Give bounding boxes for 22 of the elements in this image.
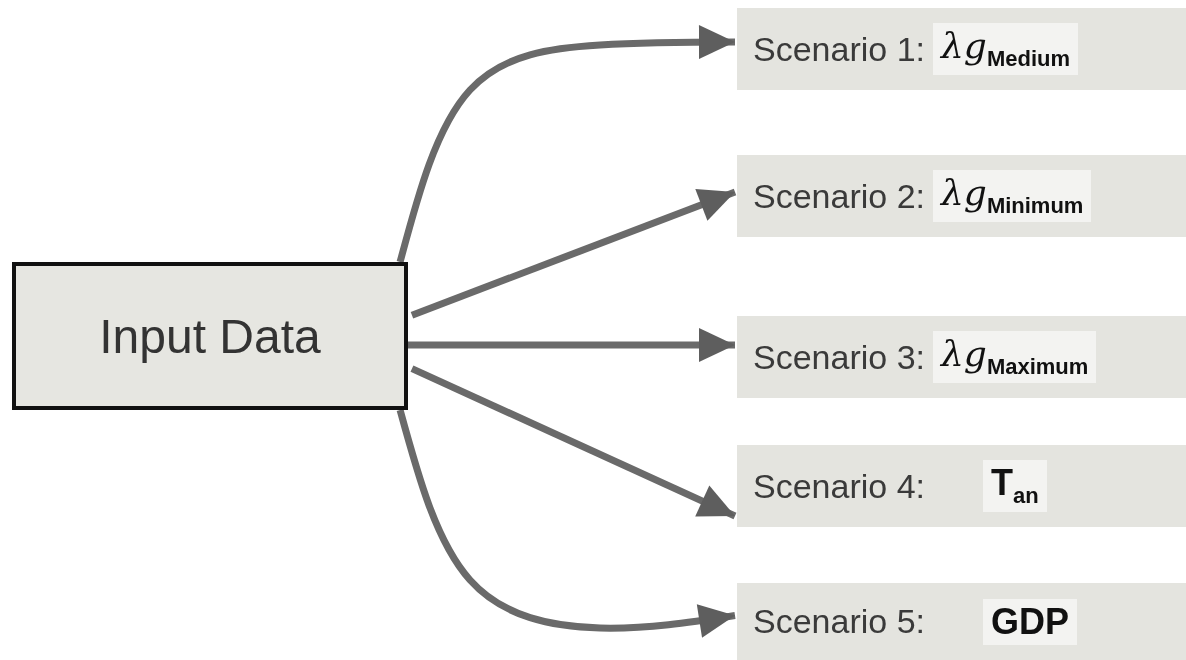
scenario-label: Scenario 3: <box>753 337 925 377</box>
scenario-label: Scenario 4: <box>753 466 925 506</box>
variable-label: GDP <box>983 598 1077 645</box>
scenario-label: Scenario 5: <box>753 602 925 641</box>
node-label: Input Data <box>99 308 321 364</box>
scenario-band <box>737 155 1186 237</box>
variable-label: λg$_{Maximum}$ <box>933 331 1097 383</box>
scenario-band <box>737 8 1186 90</box>
scenario-label: Scenario 1: <box>753 29 925 69</box>
arrow <box>410 188 737 319</box>
process-box <box>12 262 408 410</box>
scenario-label: Scenario 2: <box>753 176 925 216</box>
arrow <box>410 365 737 520</box>
scenario-band <box>737 316 1186 398</box>
variable-label: λg$_{Minimum}$ <box>933 170 1092 222</box>
arrow <box>408 328 735 362</box>
scenario-band <box>737 445 1186 527</box>
variable-label: T$_{an}$ <box>983 460 1047 512</box>
variable-label: λg$_{Medium}$ <box>933 23 1078 75</box>
arrow <box>396 25 735 263</box>
arrow <box>396 409 736 638</box>
scenario-band <box>737 583 1186 660</box>
